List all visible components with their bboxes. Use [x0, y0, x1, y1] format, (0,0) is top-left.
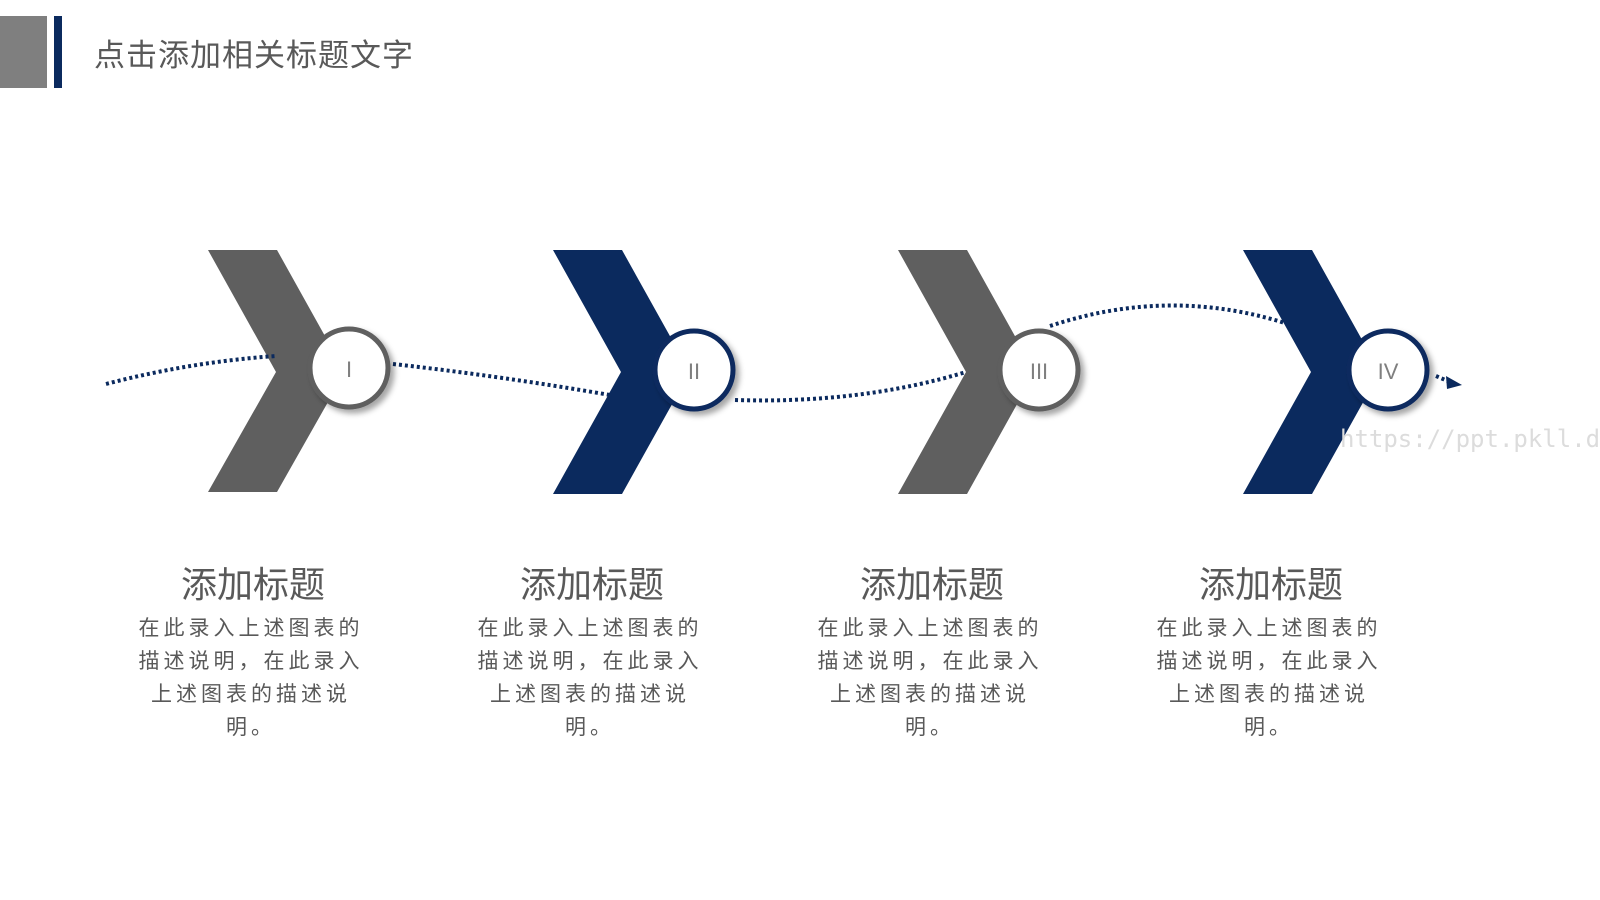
step-description-2[interactable]: 在此录入上述图表的描述说明，在此录入上述图表的描述说明。	[477, 616, 703, 739]
step-description-4[interactable]: 在此录入上述图表的描述说明，在此录入上述图表的描述说明。	[1156, 616, 1382, 739]
step-title-2[interactable]: 添加标题	[519, 565, 664, 606]
chevron-1	[208, 250, 345, 492]
chevron-4	[1243, 250, 1380, 494]
watermark: https://ppt.pkll.de	[1340, 425, 1600, 453]
step-title-3[interactable]: 添加标题	[859, 565, 1004, 606]
step-numeral-2: II	[688, 359, 700, 384]
chevron-3	[898, 250, 1035, 494]
step-numeral-3: III	[1030, 359, 1048, 384]
dotted-connector-2	[392, 362, 611, 397]
step-circle-4	[1346, 328, 1430, 412]
step-numeral-4: IV	[1378, 359, 1399, 384]
dotted-connector-3	[734, 370, 967, 403]
step-description-3[interactable]: 在此录入上述图表的描述说明，在此录入上述图表的描述说明。	[817, 616, 1043, 739]
step-description-1[interactable]: 在此录入上述图表的描述说明，在此录入上述图表的描述说明。	[138, 616, 364, 739]
dotted-connector-4	[1049, 303, 1289, 328]
step-circle-1	[307, 326, 391, 410]
page-title[interactable]: 点击添加相关标题文字	[94, 38, 414, 74]
step-circle-2	[652, 328, 736, 412]
dotted-connector-1	[105, 354, 277, 386]
header-accent-navy	[54, 16, 62, 88]
step-title-4[interactable]: 添加标题	[1198, 565, 1343, 606]
arrowhead-icon	[1446, 376, 1462, 389]
header-accent-gray	[0, 16, 47, 88]
step-circle-3	[997, 328, 1081, 412]
step-numeral-1: I	[346, 357, 352, 382]
chevron-2	[553, 250, 690, 494]
step-title-1[interactable]: 添加标题	[180, 565, 325, 606]
